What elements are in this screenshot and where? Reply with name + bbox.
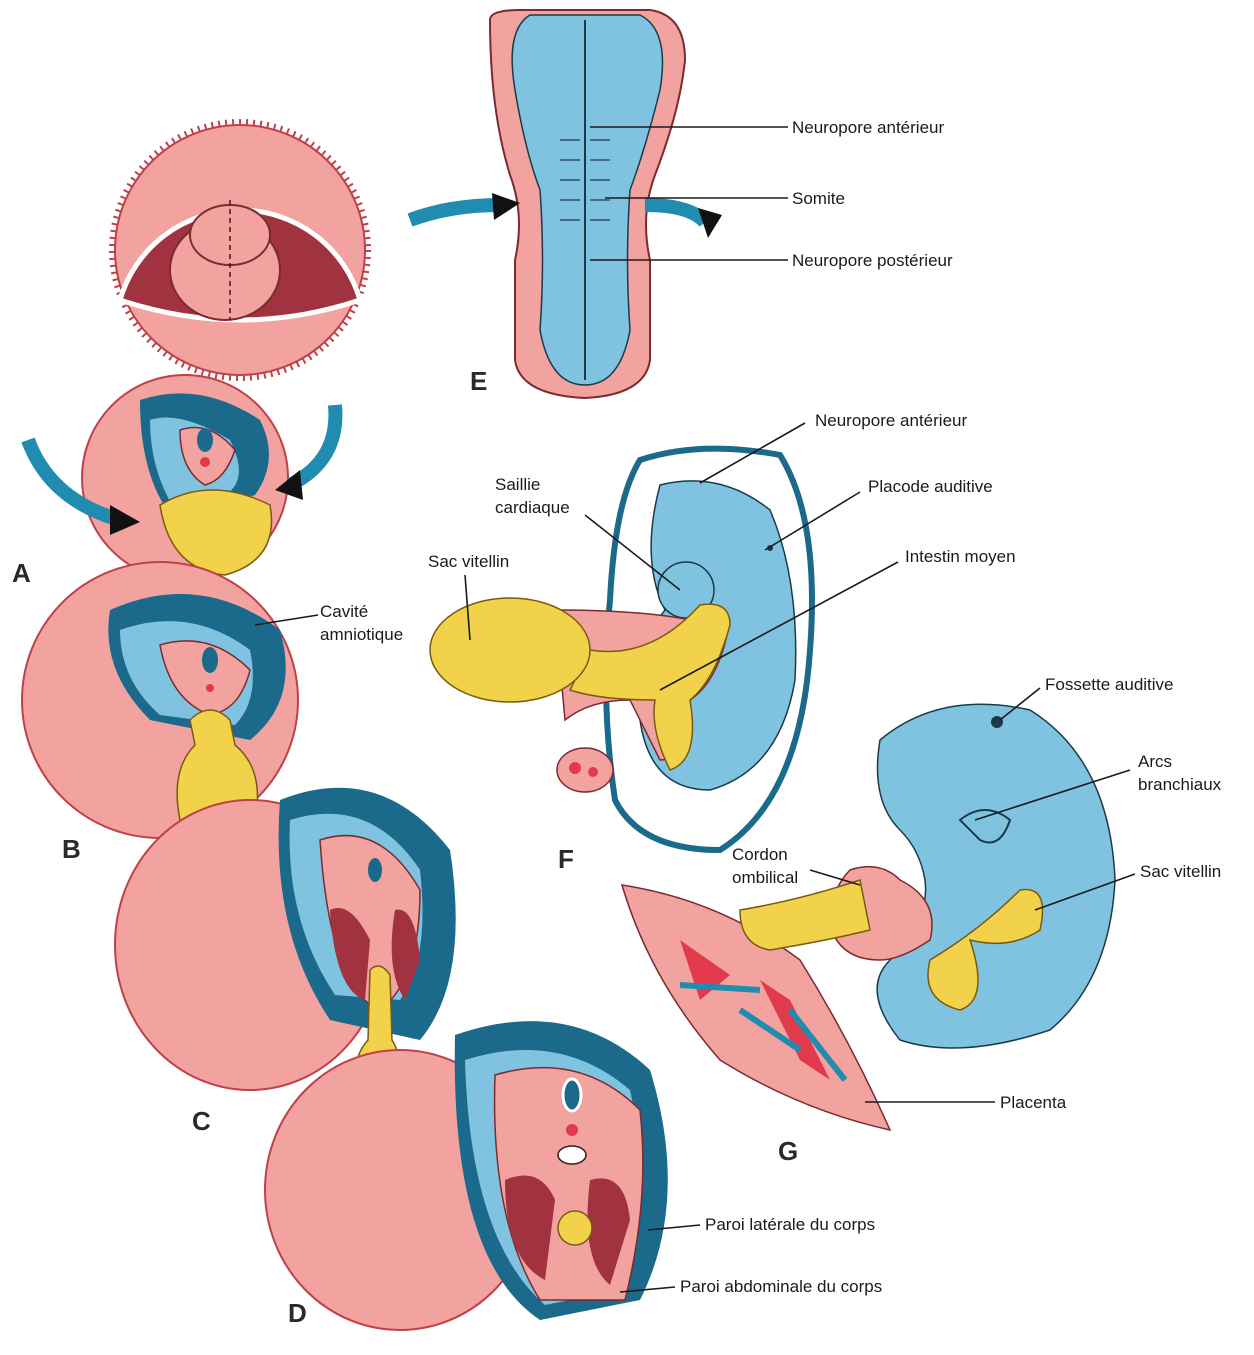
embryo-section-d [265,1021,668,1330]
label-f-neuropore: Neuropore antérieur [815,411,967,430]
label-paroi-abdominale: Paroi abdominale du corps [680,1277,882,1296]
blastocyst-top [112,122,368,378]
embryo-section-b [22,562,298,838]
embryo-section-a [28,375,335,581]
label-g-arcs-1: Arcs [1138,752,1172,771]
label-f-placode: Placode auditive [868,477,993,496]
label-g-arcs-2: branchiaux [1138,775,1222,794]
panel-letter-a: A [12,558,31,588]
embryo-dorsal-e [410,10,722,398]
panel-letter-e: E [470,366,487,396]
leader-f-placode [765,492,860,550]
panel-letter-d: D [288,1298,307,1328]
label-g-fossette: Fossette auditive [1045,675,1174,694]
label-paroi-laterale: Paroi latérale du corps [705,1215,875,1234]
label-e-neuropore-ant: Neuropore antérieur [792,118,944,137]
label-f-sac: Sac vitellin [428,552,509,571]
label-e-somite: Somite [792,189,845,208]
panel-letter-b: B [62,834,81,864]
label-g-cordon-1: Cordon [732,845,788,864]
label-g-sac: Sac vitellin [1140,862,1221,881]
label-cavite-2: amniotique [320,625,403,644]
label-e-neuropore-post: Neuropore postérieur [792,251,953,270]
panel-letter-c: C [192,1106,211,1136]
label-cavite-1: Cavité [320,602,368,621]
label-g-cordon-2: ombilical [732,868,798,887]
label-f-saillie-1: Saillie [495,475,540,494]
label-f-saillie-2: cardiaque [495,498,570,517]
embryo-lateral-f [430,449,812,850]
panel-letter-g: G [778,1136,798,1166]
label-g-placenta: Placenta [1000,1093,1067,1112]
panel-letter-f: F [558,844,574,874]
label-f-intestin: Intestin moyen [905,547,1016,566]
